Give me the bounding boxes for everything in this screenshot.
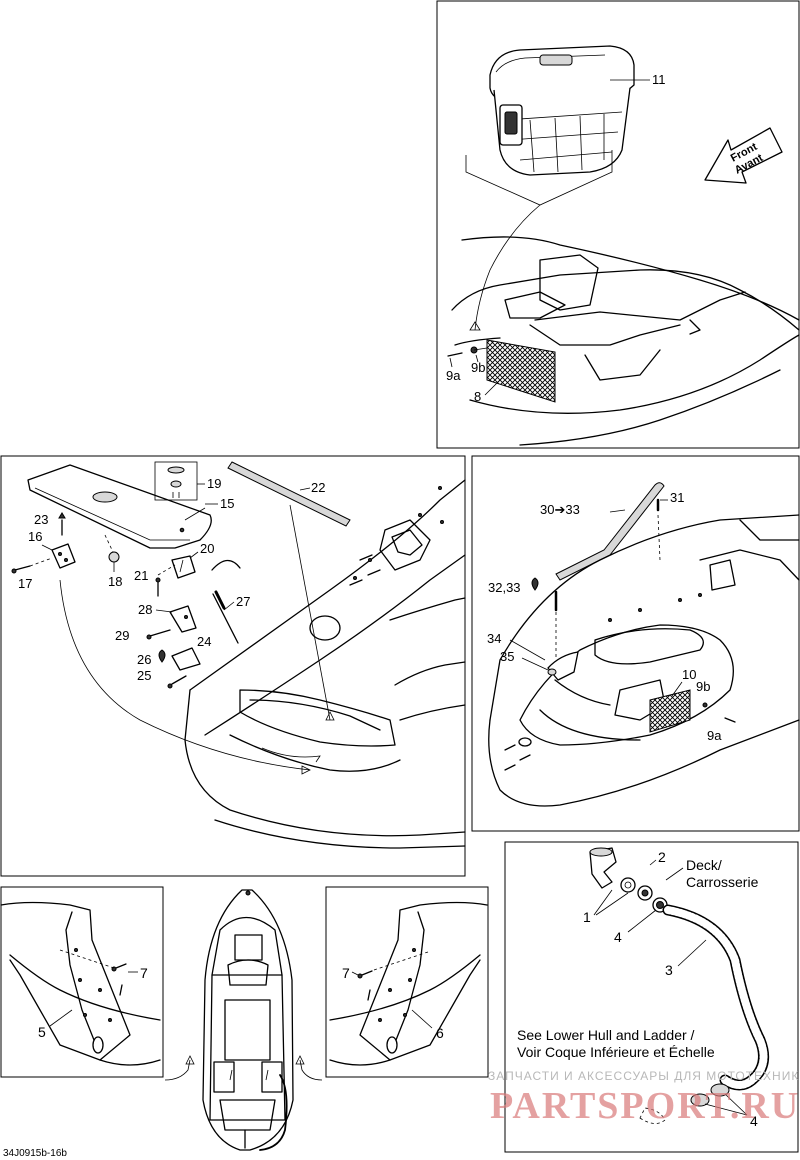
panel-left-side-frame	[0, 886, 164, 1078]
callout-19: 19	[207, 476, 221, 491]
callout-25: 25	[137, 668, 151, 683]
callout-20: 20	[200, 541, 214, 556]
note-lower-hull-line2: Voir Coque Inférieure et Échelle	[517, 1044, 715, 1060]
callout-32-33: 32,33	[488, 580, 521, 595]
callout-17: 17	[18, 576, 32, 591]
callout-3: 3	[665, 962, 673, 978]
bow-deck-illustration	[451, 236, 800, 446]
note-lower-hull-line1: See Lower Hull and Ladder /	[517, 1027, 695, 1043]
top-view-watercraft-illustration	[202, 889, 294, 1151]
callout-34: 34	[487, 631, 501, 646]
callout-9a-top: 9a	[446, 368, 461, 383]
callout-30-33: 30➔33	[540, 502, 580, 517]
panel-cooler-frame	[436, 0, 800, 449]
callout-26: 26	[137, 652, 151, 667]
callout-16: 16	[28, 529, 42, 544]
callout-10: 10	[682, 667, 696, 682]
panel-drain-frame	[504, 841, 799, 1153]
panel-right-side-frame	[325, 886, 489, 1078]
note-deck-line2: Carrosserie	[686, 874, 759, 890]
callout-4b: 4	[750, 1113, 758, 1129]
panel-front-storage-frame	[0, 455, 466, 877]
callout-8: 8	[474, 389, 481, 404]
rear-deck-illustration	[488, 482, 800, 807]
reference-code: 34J0915b-16b	[3, 1148, 67, 1159]
callout-24: 24	[197, 634, 211, 649]
right-side-panel-illustration	[329, 901, 488, 1066]
callout-22: 22	[311, 480, 325, 495]
callout-5: 5	[38, 1024, 46, 1040]
front-deck-illustration	[184, 479, 466, 849]
callout-15: 15	[220, 496, 234, 511]
watermark-brand: PARTSPORT.RU	[490, 1085, 800, 1127]
callout-18: 18	[108, 574, 122, 589]
callout-11: 11	[652, 72, 666, 87]
callout-9b-top: 9b	[471, 360, 485, 375]
callout-4a: 4	[614, 929, 622, 945]
callout-29: 29	[115, 628, 129, 643]
callout-27: 27	[236, 594, 250, 609]
callout-9b-right: 9b	[696, 679, 710, 694]
panel-rear-storage-frame	[471, 455, 800, 832]
callout-23: 23	[34, 512, 48, 527]
watermark: ЗАПЧАСТИ И АКСЕССУАРЫ ДЛЯ МОТОТЕХНИКИ PA…	[488, 1069, 800, 1127]
callout-9a-right: 9a	[707, 728, 722, 743]
storage-lid-illustration	[27, 464, 212, 549]
callout-28: 28	[138, 602, 152, 617]
callout-6: 6	[436, 1025, 444, 1041]
callout-7-left: 7	[140, 965, 148, 981]
callout-35: 35	[500, 649, 514, 664]
callout-2: 2	[658, 849, 666, 865]
cooler-illustration	[489, 45, 635, 176]
callout-21: 21	[134, 568, 148, 583]
note-deck-line1: Deck/	[686, 857, 722, 873]
callout-1: 1	[583, 909, 591, 925]
callout-7-right: 7	[342, 965, 350, 981]
callout-31: 31	[670, 490, 684, 505]
watermark-tagline: ЗАПЧАСТИ И АКСЕССУАРЫ ДЛЯ МОТОТЕХНИКИ	[488, 1069, 800, 1083]
front-arrow-icon: Front Avant	[704, 127, 783, 184]
drain-hose-illustration	[589, 847, 770, 1124]
left-side-panel-illustration	[0, 901, 161, 1066]
